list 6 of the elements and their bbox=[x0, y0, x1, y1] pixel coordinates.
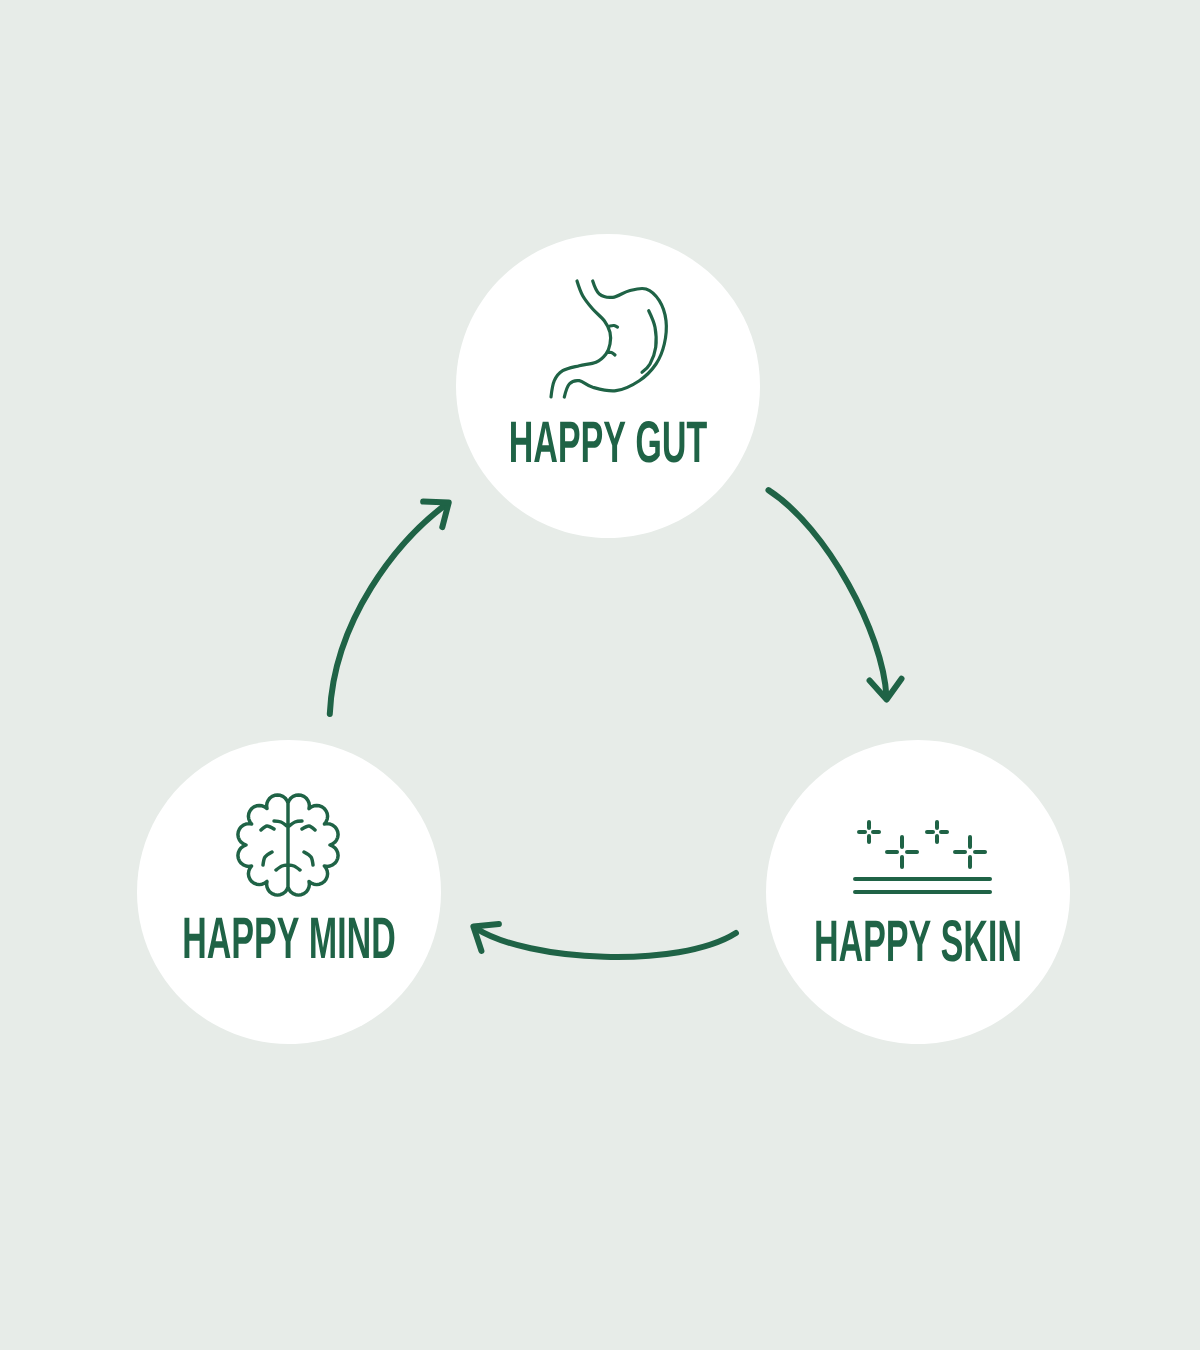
curved-arrow bbox=[470, 921, 739, 960]
curved-arrow bbox=[765, 487, 905, 703]
circle-node: HAPPY GUT bbox=[456, 234, 760, 538]
curved-arrow bbox=[326, 498, 452, 717]
circle-node: HAPPY MIND bbox=[137, 740, 441, 1044]
circle-node: HAPPY SKIN bbox=[766, 740, 1070, 1044]
